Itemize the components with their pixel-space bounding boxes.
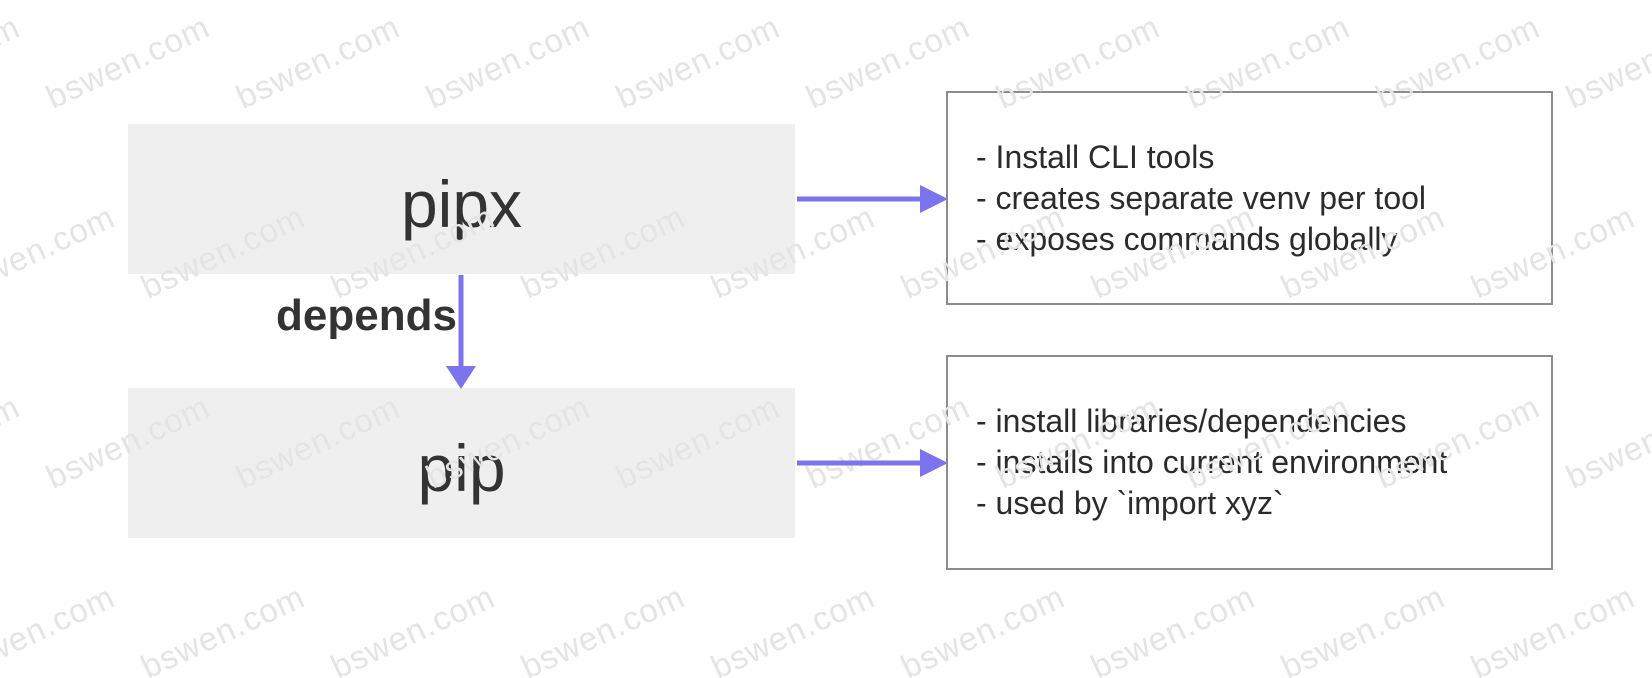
detail-line: - Install CLI tools <box>976 138 1215 175</box>
detail-line: - creates separate venv per tool <box>976 179 1427 216</box>
watermark-text: bswen.com <box>420 7 596 116</box>
watermark-text: bswen.com <box>325 577 501 678</box>
detail-box-pip: - install libraries/dependencies - insta… <box>946 355 1553 570</box>
watermark-text: bswen.com <box>705 577 881 678</box>
watermark-text: bswen.com <box>1465 577 1641 678</box>
arrow-pipx-to-details <box>797 185 948 213</box>
node-pip-label: pip <box>417 431 506 505</box>
watermark-text: bswen.com <box>0 7 26 116</box>
node-pipx: pipx <box>128 124 795 274</box>
watermark-text: bswen.com <box>0 577 121 678</box>
node-pip: pip <box>128 388 795 538</box>
watermark-text: bswen.com <box>0 387 26 496</box>
watermark-text: bswen.com <box>515 577 691 678</box>
detail-box-pipx: - Install CLI tools - creates separate v… <box>946 91 1553 305</box>
detail-line: - used by `import xyz` <box>976 485 1284 521</box>
watermark-text: bswen.com <box>0 197 121 306</box>
watermark-text: bswen.com <box>230 7 406 116</box>
watermark-text: bswen.com <box>1560 387 1652 496</box>
node-pipx-label: pipx <box>400 167 523 241</box>
watermark-text: bswen.com <box>135 577 311 678</box>
arrow-pip-to-details <box>797 449 948 477</box>
watermark-text: bswen.com <box>1275 577 1451 678</box>
watermark-text: bswen.com <box>895 577 1071 678</box>
detail-line: - exposes commands globally <box>976 220 1398 257</box>
watermark-text: bswen.com <box>610 7 786 116</box>
detail-line: - install libraries/dependencies <box>976 403 1407 439</box>
watermark-text: bswen.com <box>1560 7 1652 116</box>
watermark-text: bswen.com <box>1085 577 1261 678</box>
edge-label-depends: depends <box>276 291 457 340</box>
detail-line: - installs into current environment <box>976 444 1448 480</box>
watermark-text: bswen.com <box>40 7 216 116</box>
